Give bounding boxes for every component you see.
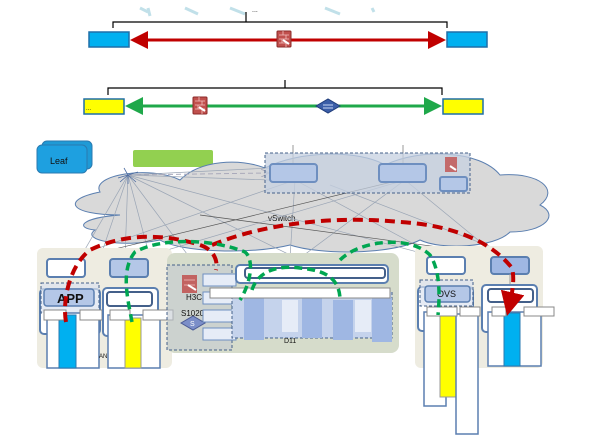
controller-box xyxy=(133,150,213,167)
model-label: S1020V xyxy=(181,309,210,318)
bottom-left-endpoint xyxy=(83,98,125,115)
top-left-endpoint xyxy=(88,31,130,48)
app-label: APP xyxy=(57,291,84,306)
top-decor xyxy=(139,6,376,17)
vendor-label: H3C xyxy=(186,293,202,302)
bottom-left-endpoint-label: ... xyxy=(86,106,91,112)
cloud-label: vSwitch xyxy=(268,214,296,223)
leaf-badge-label: Leaf xyxy=(50,156,68,166)
svg-text:S: S xyxy=(190,321,195,328)
partial-label: AN xyxy=(99,354,107,360)
h3c-switch-group: S H3C S1020V D11 xyxy=(166,264,393,351)
red-traffic-path xyxy=(63,217,513,322)
ovs-label: OVS xyxy=(437,289,456,299)
server-yellow xyxy=(102,258,174,369)
top-bracket-label: ... xyxy=(252,7,258,14)
spine-switch-2 xyxy=(378,163,427,183)
server-ovs: OVS xyxy=(417,256,481,435)
spine-switch-3 xyxy=(439,176,468,192)
firewall-icon xyxy=(192,96,208,115)
firewall-icon xyxy=(182,275,197,293)
server-app: APP AN xyxy=(39,258,107,369)
bottom-label: D11 xyxy=(284,338,296,345)
green-traffic-path xyxy=(124,239,441,323)
bottom-right-endpoint xyxy=(442,98,484,115)
bottom-bracket xyxy=(107,80,443,95)
leaf-badge: Leaf xyxy=(36,140,93,174)
hub-icon xyxy=(117,167,139,184)
spine-switch-1 xyxy=(269,163,318,183)
top-right-endpoint xyxy=(446,31,488,48)
top-link: ... xyxy=(88,7,488,49)
bottom-link: ... xyxy=(83,80,484,115)
firewall-icon xyxy=(276,30,292,48)
server-blue xyxy=(481,256,555,367)
controller-link xyxy=(127,173,268,175)
switch-icon xyxy=(315,98,341,114)
firewall-icon xyxy=(445,157,457,172)
spine-group xyxy=(264,145,471,194)
switch-icon: S xyxy=(180,315,206,331)
top-bracket xyxy=(112,12,448,28)
